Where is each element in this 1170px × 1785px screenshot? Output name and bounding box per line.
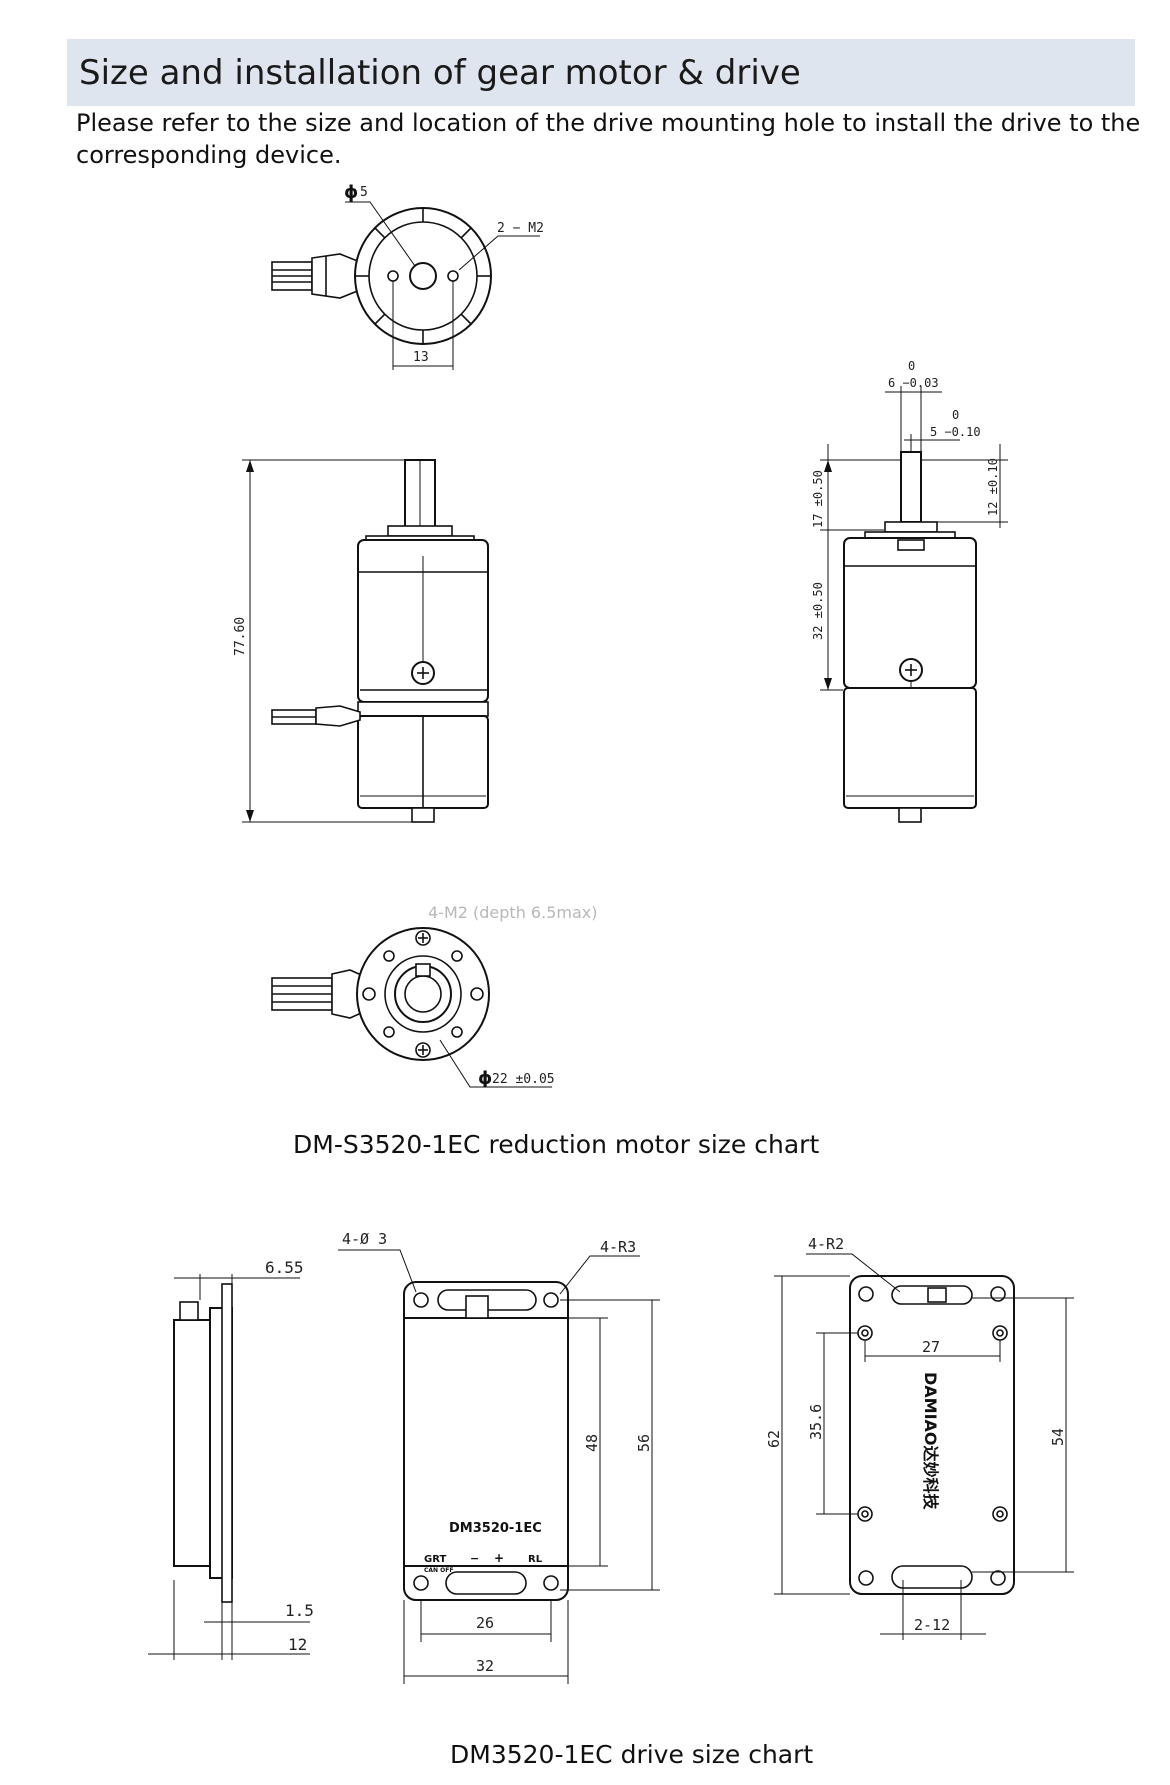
- dim-shaft-length: 17 ±0.50: [811, 470, 825, 528]
- dim-hole-pitch-vertical: 56: [635, 1434, 653, 1452]
- board-can-label: CAN OFF: [424, 1567, 453, 1574]
- dim-back-hole-spacing-v: 35.6: [807, 1404, 825, 1440]
- dim-flat-upper: 0: [952, 408, 959, 422]
- drive-front-view: [338, 1249, 660, 1684]
- board-brand-label: DAMIAO达妙科技: [921, 1372, 940, 1511]
- dim-pitch-circle: 22 ±0.05: [492, 1072, 555, 1087]
- board-plus-label: +: [494, 1551, 504, 1565]
- dim-total-width: 32: [476, 1657, 494, 1675]
- section-title: Size and installation of gear motor & dr…: [79, 53, 801, 93]
- dim-total-length: 77.60: [233, 617, 248, 656]
- board-model-label: DM3520-1EC: [449, 1521, 542, 1536]
- dim-shaft-diameter: 5: [360, 185, 368, 200]
- dim-back-total-height: 62: [765, 1430, 783, 1448]
- board-rl-label: RL: [528, 1554, 543, 1565]
- dim-body-length: 32 ±0.50: [811, 582, 825, 640]
- dim-corner-radius-front: 4-R3: [600, 1238, 636, 1256]
- dim-back-outer-pitch: 54: [1049, 1428, 1067, 1446]
- dim-side-height: 6.55: [265, 1258, 304, 1277]
- motor-caption: DM-S3520-1EC reduction motor size chart: [293, 1130, 820, 1159]
- diameter-symbol: ϕ: [344, 182, 358, 203]
- dim-inner-height: 48: [583, 1434, 601, 1452]
- dim-plate-thickness: 1.5: [285, 1601, 314, 1620]
- dim-corner-radius-back: 4-R2: [808, 1235, 844, 1253]
- drive-back-view: [774, 1253, 1074, 1640]
- drive-side-view: [148, 1274, 310, 1660]
- dim-shaft-width: 6 −0.03: [888, 376, 939, 390]
- dim-back-hole-spacing-h: 27: [922, 1338, 940, 1356]
- motor-front-view: [242, 459, 489, 823]
- dim-mount-holes: 4-Ø 3: [342, 1230, 387, 1248]
- section-header: Size and installation of gear motor & dr…: [67, 39, 1135, 106]
- dim-flat-width: 5 −0.10: [930, 425, 981, 439]
- pitch-diameter-symbol: ϕ: [478, 1068, 492, 1089]
- dim-flat-length: 12 ±0.10: [986, 458, 1000, 516]
- dim-bottom-holes: 4-M2 (depth 6.5max): [428, 903, 597, 922]
- motor-side-view: [820, 386, 1008, 823]
- board-grt-label: GRT: [424, 1554, 446, 1565]
- board-minus-label: −: [470, 1552, 479, 1565]
- motor-bottom-view: [271, 927, 552, 1088]
- dim-inner-width: 26: [476, 1614, 494, 1632]
- drive-caption: DM3520-1EC drive size chart: [450, 1740, 814, 1769]
- motor-top-view: [271, 201, 540, 370]
- dim-hole-spacing: 13: [413, 350, 429, 365]
- dim-shaft-width-upper: 0: [908, 359, 915, 373]
- dim-threaded-holes-top: 2 − M2: [497, 221, 544, 236]
- intro-text: Please refer to the size and location of…: [76, 109, 1141, 169]
- dim-total-thickness: 12: [288, 1635, 307, 1654]
- dim-slot-label: 2-12: [914, 1616, 950, 1634]
